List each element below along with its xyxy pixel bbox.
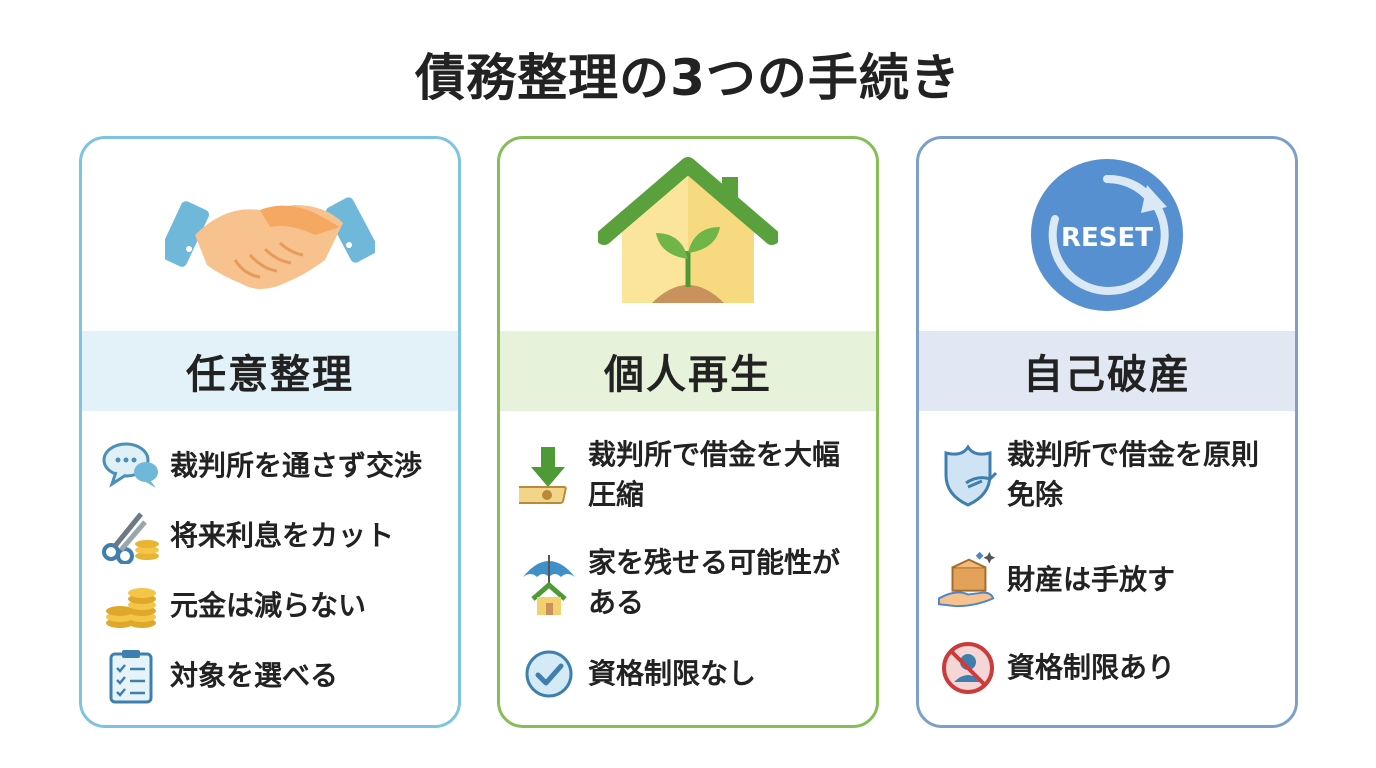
hero-illustration: RESET [919, 139, 1295, 331]
item-text: 将来利息をカット [170, 519, 395, 552]
item-text: 裁判所で借金を原則免除 [1007, 438, 1260, 511]
list-item: 資格制限なし [500, 643, 876, 705]
list-item: 裁判所で借金を原則免除 [919, 435, 1295, 521]
item-text: 元金は減らない [170, 589, 367, 622]
shield-icon [937, 445, 999, 507]
page-title: 債務整理の3つの手続き [415, 49, 961, 107]
hero-illustration [500, 139, 876, 331]
item-text: 家を残せる可能性がある [588, 546, 841, 619]
speech-bubble-icon [100, 435, 162, 497]
reset-label: RESET [1061, 223, 1153, 253]
check-circle-icon [518, 643, 580, 705]
card-jiko-hasan: RESET 自己破産 裁判所で借金を原則免除 財産は手放す [916, 136, 1298, 728]
item-text: 資格制限あり [1007, 651, 1176, 684]
card-kojin-saisei: 個人再生 裁判所で借金を大幅圧縮 家を残せる可能性がある [497, 136, 879, 728]
list-item: 資格制限あり [919, 637, 1295, 699]
down-arrow-money-icon [518, 445, 580, 507]
list-item: 家を残せる可能性がある [500, 543, 876, 629]
umbrella-house-icon [518, 553, 580, 615]
card-heading: 個人再生 [500, 331, 876, 411]
house-sprout-icon [598, 157, 778, 303]
hand-box-icon [937, 549, 999, 611]
item-text: 資格制限なし [588, 657, 757, 690]
hero-illustration [82, 139, 458, 331]
item-text: 対象を選べる [170, 659, 339, 692]
item-text: 財産は手放す [1007, 563, 1176, 596]
list-item: 財産は手放す [919, 549, 1295, 611]
card-heading: 任意整理 [82, 331, 458, 411]
item-text: 裁判所を通さず交渉 [170, 449, 423, 482]
clipboard-checklist-icon [100, 645, 162, 707]
list-item: 裁判所で借金を大幅圧縮 [500, 435, 876, 521]
coin-stack-icon [100, 575, 162, 637]
item-text: 裁判所で借金を大幅圧縮 [588, 438, 841, 511]
handshake-icon [165, 197, 375, 289]
list-item: 対象を選べる [82, 645, 458, 707]
list-item: 裁判所を通さず交渉 [82, 435, 458, 497]
scissors-coins-icon [100, 505, 162, 567]
card-heading: 自己破産 [919, 331, 1295, 411]
list-item: 将来利息をカット [82, 505, 458, 567]
list-item: 元金は減らない [82, 575, 458, 637]
reset-icon: RESET [1031, 159, 1183, 311]
prohibited-person-icon [937, 637, 999, 699]
card-nin-i-seiri: 任意整理 裁判所を通さず交渉 将来利息をカット [79, 136, 461, 728]
